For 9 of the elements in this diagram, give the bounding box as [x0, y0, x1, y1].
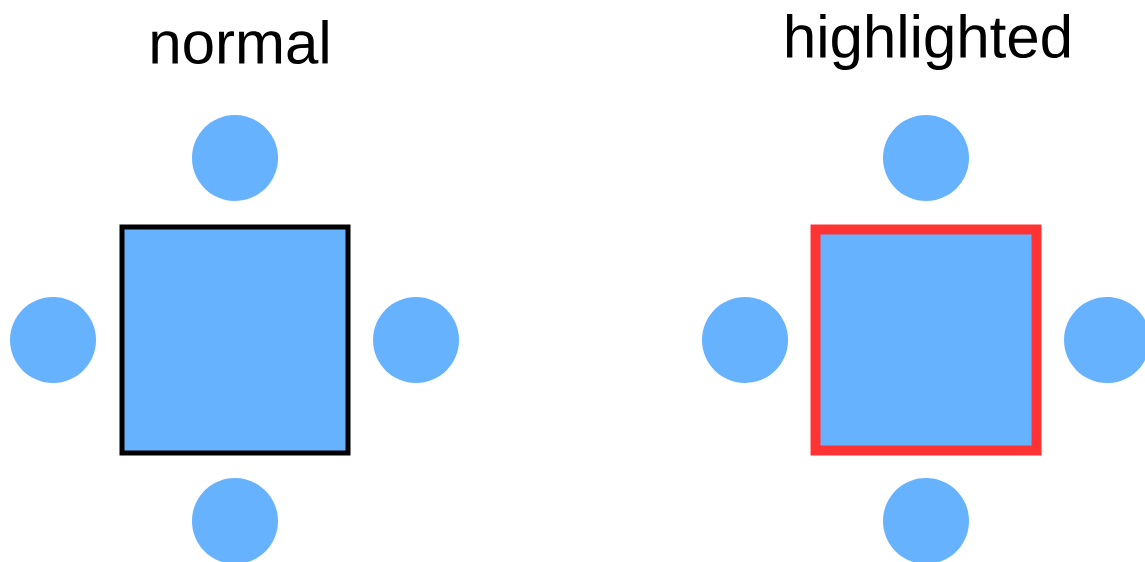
square: [810, 224, 1042, 456]
heading: highlighted: [787, 14, 1070, 70]
circle: [10, 297, 96, 383]
circle: [192, 115, 278, 201]
heading: normal: [152, 19, 328, 65]
circle: [702, 297, 788, 383]
circle: [883, 115, 969, 201]
square: [119, 224, 351, 456]
circle: [373, 297, 459, 383]
